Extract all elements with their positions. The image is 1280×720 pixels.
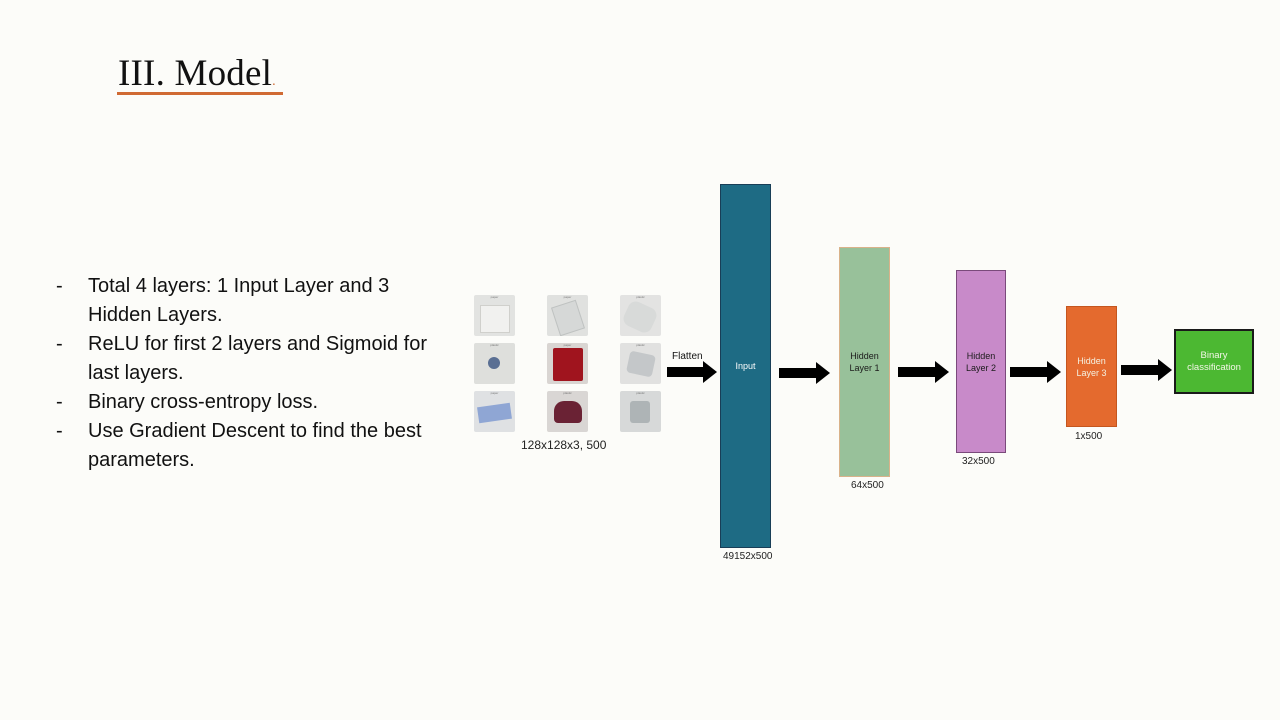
thumbnail-caption: plastic <box>636 391 645 395</box>
dataset-thumbnail: paper <box>547 343 588 384</box>
bullet-dash: - <box>56 333 63 355</box>
thumbnail-caption: paper <box>490 391 499 395</box>
hidden-layer-1-box: Hidden Layer 1 <box>839 247 890 477</box>
thumbnail-caption: paper <box>563 343 572 347</box>
flatten-label: Flatten <box>672 351 703 362</box>
layer-name: Hidden Layer 3 <box>1076 355 1107 378</box>
bullet-item: - Total 4 layers: 1 Input Layer and 3 Hid… <box>56 272 436 330</box>
bullet-item: - Binary cross-entropy loss. <box>56 388 436 417</box>
bullet-item: - ReLU for first 2 layers and Sigmoid for… <box>56 330 436 388</box>
arrow-right-icon <box>1010 361 1061 383</box>
input-layer-box: Input <box>720 184 771 548</box>
thumbnail-caption: plastic <box>490 343 499 347</box>
dataset-thumbnail: paper <box>547 295 588 336</box>
bullet-text: Total 4 layers: 1 Input Layer and 3 Hidd… <box>88 275 390 326</box>
bullet-dash: - <box>56 391 63 413</box>
dataset-thumbnail: plastic <box>620 343 661 384</box>
hidden-layer-3-box: Hidden Layer 3 <box>1066 306 1117 427</box>
dataset-thumbnail: plastic <box>547 391 588 432</box>
slide-title-text: III. Model <box>118 53 273 94</box>
binary-classification-box: Binary classification <box>1174 329 1254 394</box>
bullet-dash: - <box>56 420 63 442</box>
bullet-text: Binary cross-entropy loss. <box>88 391 319 413</box>
dataset-thumbnail: paper <box>474 295 515 336</box>
layer-name: Hidden Layer 2 <box>965 350 997 373</box>
arrow-right-icon <box>667 361 717 383</box>
layer-name: Hidden Layer 1 <box>849 351 880 373</box>
slide-title-dot: . <box>272 74 276 89</box>
layer-name: Input <box>735 361 756 371</box>
layer-dims-label: 1x500 <box>1075 431 1103 442</box>
thumbnail-caption: plastic <box>636 343 645 347</box>
title-underline <box>117 92 283 95</box>
thumbnail-caption: paper <box>490 295 499 299</box>
dataset-thumbnail: plastic <box>620 391 661 432</box>
arrow-right-icon <box>1121 359 1172 381</box>
slide-title: III. Model. <box>118 52 276 104</box>
dataset-dims-label: 128x128x3, 500 <box>521 438 607 452</box>
hidden-layer-2-box: Hidden Layer 2 <box>956 270 1006 453</box>
layer-dims-label: 49152x500 <box>723 551 773 562</box>
layer-name: Binary classification <box>1187 349 1241 373</box>
bullet-text: ReLU for first 2 layers and Sigmoid for … <box>88 333 428 384</box>
bullet-list: - Total 4 layers: 1 Input Layer and 3 Hid… <box>56 272 436 475</box>
arrow-right-icon <box>898 361 949 383</box>
layer-dims-label: 64x500 <box>851 480 884 491</box>
layer-dims-label: 32x500 <box>962 456 995 467</box>
thumbnail-caption: plastic <box>563 391 572 395</box>
dataset-thumbnail: paper <box>474 391 515 432</box>
dataset-thumbnail: plastic <box>620 295 661 336</box>
thumbnail-caption: plastic <box>636 295 645 299</box>
dataset-thumbnail: plastic <box>474 343 515 384</box>
dataset-thumbnail-grid: paper paper plastic plastic paper plasti… <box>474 292 662 434</box>
bullet-dash: - <box>56 275 63 297</box>
thumbnail-caption: paper <box>563 295 572 299</box>
arrow-right-icon <box>779 362 830 384</box>
bullet-item: - Use Gradient Descent to find the best p… <box>56 417 436 475</box>
bullet-text: Use Gradient Descent to find the best pa… <box>88 420 422 471</box>
